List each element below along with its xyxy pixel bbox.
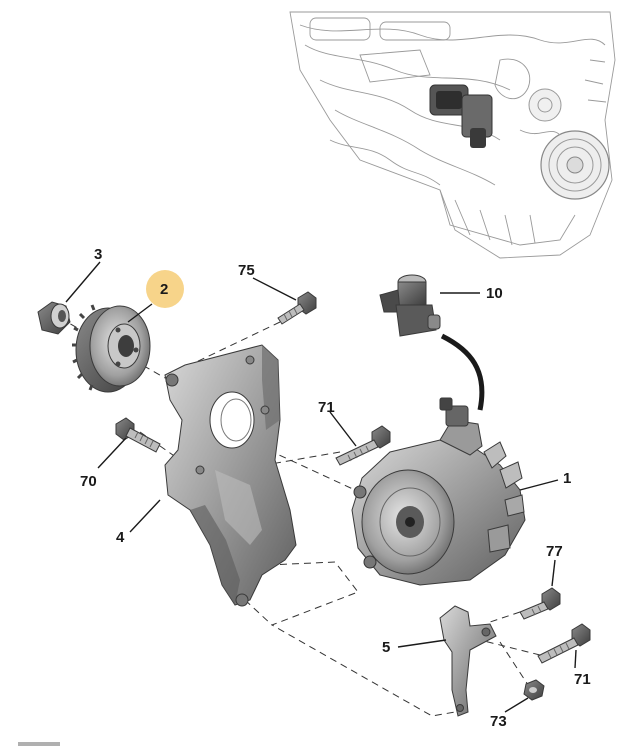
label-part-73: 73 xyxy=(490,713,507,730)
part-3-nut xyxy=(37,301,71,335)
part-10-valve xyxy=(379,274,485,411)
label-part-5: 5 xyxy=(382,639,390,656)
part-71-upper-bolt xyxy=(335,425,391,466)
part-70-bolt xyxy=(115,417,161,453)
leader-lines xyxy=(65,261,577,713)
part-75-bolt xyxy=(277,291,317,325)
part-4-mounting-bracket xyxy=(164,344,297,607)
part-2-highlight xyxy=(146,270,184,308)
part-77-bolt xyxy=(519,587,561,620)
label-part-2: 2 xyxy=(160,281,168,298)
label-part-3: 3 xyxy=(94,246,102,263)
label-part-4: 4 xyxy=(116,529,125,546)
label-part-1: 1 xyxy=(563,470,571,487)
part-1-high-pressure-pump xyxy=(351,397,526,586)
label-part-70: 70 xyxy=(80,473,97,490)
part-number-labels: 3 2 75 10 71 1 70 4 77 5 71 73 xyxy=(80,246,591,730)
label-part-10: 10 xyxy=(486,285,503,302)
part-71-lower-bolt xyxy=(537,623,591,664)
label-part-71-upper: 71 xyxy=(318,399,335,416)
label-part-77: 77 xyxy=(546,543,563,560)
part-73-bolt xyxy=(523,679,545,701)
part-2-toothed-pulley xyxy=(72,304,151,393)
label-part-75: 75 xyxy=(238,262,255,279)
label-part-71-lower: 71 xyxy=(574,671,591,688)
engine-assembly-illustration xyxy=(289,11,616,259)
part-5-support-strut xyxy=(439,605,497,717)
footer-mark xyxy=(18,742,60,746)
